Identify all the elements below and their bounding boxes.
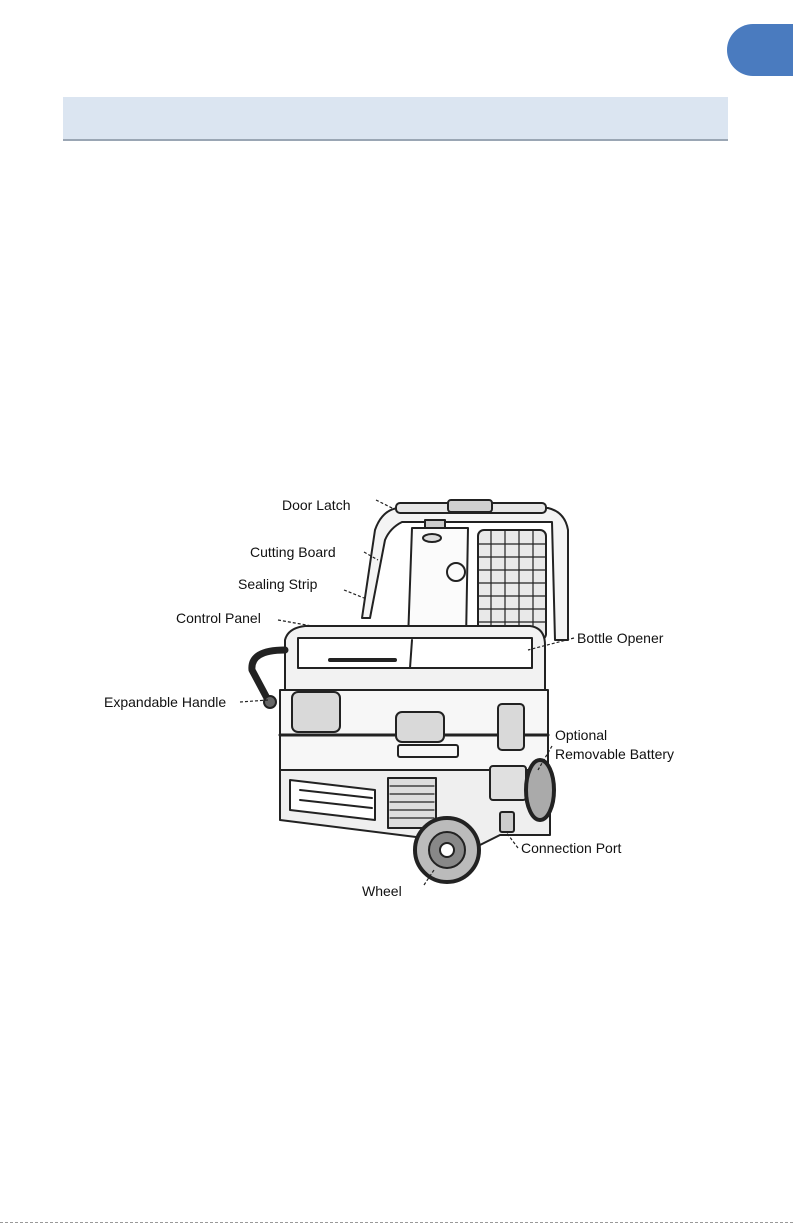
label-connection-port: Connection Port xyxy=(521,840,621,857)
label-removable-battery: Removable Battery xyxy=(555,746,674,763)
rear-wheel xyxy=(526,760,554,820)
label-bottle-opener: Bottle Opener xyxy=(577,630,663,647)
label-wheel: Wheel xyxy=(362,883,402,900)
cutting-board xyxy=(408,528,468,640)
front-wheel xyxy=(415,818,479,882)
label-expandable-handle: Expandable Handle xyxy=(104,694,226,711)
label-door-latch: Door Latch xyxy=(282,497,350,514)
lid-grid-pad xyxy=(478,530,546,640)
label-control-panel: Control Panel xyxy=(176,610,261,627)
label-optional: Optional xyxy=(555,727,607,744)
label-sealing-strip: Sealing Strip xyxy=(238,576,317,593)
page-bottom-rule xyxy=(0,1222,793,1223)
label-cutting-board: Cutting Board xyxy=(250,544,336,561)
